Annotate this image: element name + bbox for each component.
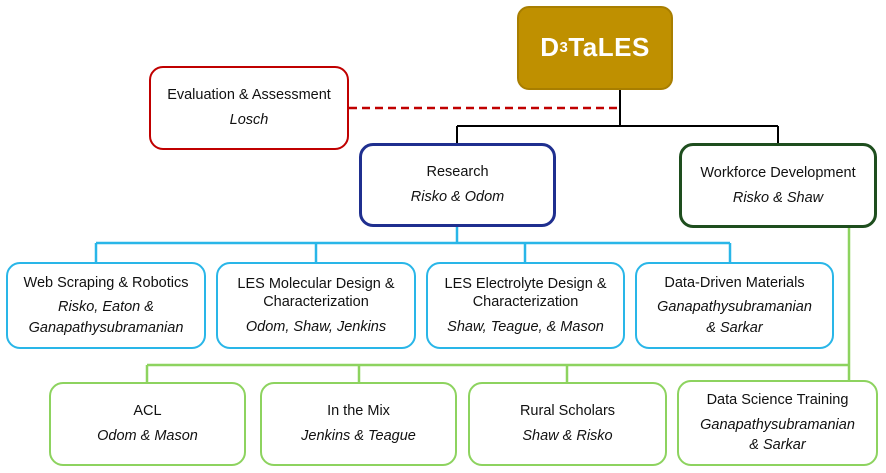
research-group-title: LES Molecular Design & [237,275,395,292]
root-name-prefix: D [540,32,560,63]
workforce-group-members: Odom & Mason [97,428,198,444]
research-group-data-driven: Data-Driven Materials Ganapathysubramani… [635,262,834,349]
research-group-members: Ganapathysubramanian [657,299,812,316]
research-group-members: Odom, Shaw, Jenkins [245,318,387,335]
workforce-group-title: Rural Scholars [519,403,616,420]
research-node: Research Risko & Odom [359,143,556,227]
research-group-title: Characterization [472,294,579,311]
workforce-group-title: In the Mix [327,403,390,420]
workforce-members: Risko & Shaw [732,189,824,206]
root-name-suffix: TaLES [568,32,650,63]
workforce-group-members: Jenkins & Teague [301,428,416,444]
workforce-group-rural-scholars: Rural Scholars Shaw & Risko [468,382,667,466]
research-group-members: Ganapathysubramanian [28,319,184,336]
workforce-group-members: Shaw & Risko [522,428,613,444]
evaluation-node: Evaluation & Assessment Losch [149,66,349,150]
workforce-group-data-science-training: Data Science Training Ganapathysubramani… [677,380,878,466]
research-group-web-scraping: Web Scraping & Robotics Risko, Eaton & G… [6,262,206,349]
research-group-members: Risko, Eaton & [58,299,154,316]
research-group-title: Web Scraping & Robotics [23,274,189,291]
workforce-group-members: & Sarkar [749,437,806,454]
evaluation-title: Evaluation & Assessment [167,87,331,104]
workforce-group-acl: ACL Odom & Mason [49,382,246,466]
workforce-group-title: ACL [133,403,162,420]
research-group-title: Characterization [263,294,369,311]
research-group-title: Data-Driven Materials [664,274,805,291]
root-name-superscript: 3 [559,39,569,57]
research-title: Research [426,164,489,181]
workforce-group-members: Ganapathysubramanian [700,416,855,433]
workforce-title: Workforce Development [700,164,856,181]
evaluation-members: Losch [229,112,269,128]
research-group-members: & Sarkar [706,319,763,336]
workforce-group-title: Data Science Training [706,392,849,409]
research-group-les-electrolyte: LES Electrolyte Design & Characterizatio… [426,262,625,349]
research-members: Risko & Odom [410,189,505,205]
research-group-members: Shaw, Teague, & Mason [447,318,604,335]
workforce-node: Workforce Development Risko & Shaw [679,143,877,228]
research-group-les-molecular: LES Molecular Design & Characterization … [216,262,416,349]
research-group-title: LES Electrolyte Design & [444,275,607,292]
workforce-group-in-the-mix: In the Mix Jenkins & Teague [260,382,457,466]
